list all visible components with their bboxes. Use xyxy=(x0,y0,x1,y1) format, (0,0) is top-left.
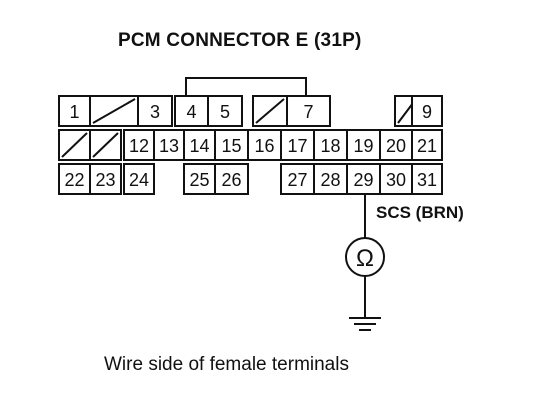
terminal-number: 19 xyxy=(353,136,373,156)
terminal-cell xyxy=(346,163,381,195)
ohmmeter-symbol: Ω xyxy=(356,245,374,272)
ground-icon xyxy=(349,276,381,331)
terminal-cell xyxy=(247,129,282,161)
terminal-number: 18 xyxy=(320,136,340,156)
terminal-cell xyxy=(286,95,331,127)
terminal-cell xyxy=(137,95,173,127)
ohmmeter-icon: Ω xyxy=(345,237,385,277)
terminal-number: 5 xyxy=(220,102,230,122)
terminal-number: 23 xyxy=(95,170,115,190)
terminal-number: 27 xyxy=(287,170,307,190)
terminal-number: 31 xyxy=(417,170,437,190)
terminal-number: 3 xyxy=(150,102,160,122)
terminal-cell xyxy=(207,95,243,127)
terminal-number: 13 xyxy=(159,136,179,156)
terminal-cell xyxy=(89,163,122,195)
terminal-number: 12 xyxy=(129,136,149,156)
terminal-cell xyxy=(58,95,91,127)
terminal-cell xyxy=(379,163,413,195)
terminal-number: 17 xyxy=(287,136,307,156)
terminal-number: 4 xyxy=(186,102,196,122)
terminal-number: 9 xyxy=(422,102,432,122)
terminal-number: 21 xyxy=(417,136,437,156)
terminal-number: 28 xyxy=(320,170,340,190)
wire-label: SCS (BRN) xyxy=(376,203,464,222)
terminal-cell xyxy=(313,129,348,161)
terminal-number: 25 xyxy=(189,170,209,190)
terminal-cell xyxy=(411,95,443,127)
unused-terminal-slash xyxy=(92,132,119,158)
terminal-number: 15 xyxy=(221,136,241,156)
terminal-number: 24 xyxy=(129,170,149,190)
terminal-cell xyxy=(58,163,91,195)
terminal-number: 30 xyxy=(386,170,406,190)
terminal-number: 20 xyxy=(386,136,406,156)
terminal-cell xyxy=(214,163,249,195)
connector-lock-tab xyxy=(185,77,307,96)
unused-terminal-slash xyxy=(255,98,285,124)
terminal-cell xyxy=(411,129,443,161)
terminal-number: 26 xyxy=(221,170,241,190)
terminal-number: 14 xyxy=(189,136,209,156)
terminal-cell xyxy=(123,163,155,195)
terminal-cell xyxy=(411,163,443,195)
diagram-caption: Wire side of female terminals xyxy=(104,354,349,375)
unused-terminal-slash xyxy=(92,98,136,124)
terminal-cell xyxy=(313,163,348,195)
terminal-number: 22 xyxy=(64,170,84,190)
unused-terminal-slash xyxy=(61,132,88,158)
terminal-number: 1 xyxy=(69,102,79,122)
terminal-number: 16 xyxy=(254,136,274,156)
diagram-title: PCM CONNECTOR E (31P) xyxy=(118,30,362,51)
terminal-number: 7 xyxy=(303,102,313,122)
terminal-number: 29 xyxy=(353,170,373,190)
